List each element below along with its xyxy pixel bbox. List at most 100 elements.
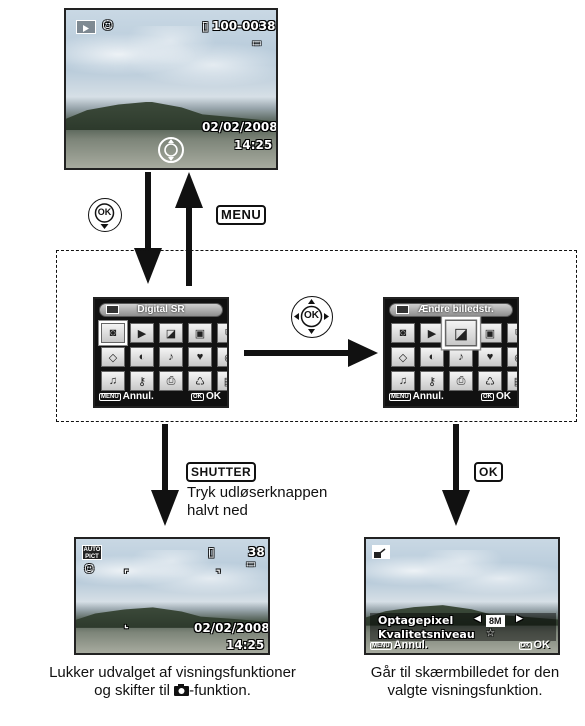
time-display: 14:25 bbox=[226, 638, 265, 652]
digital-sr-icon[interactable]: ◙ bbox=[391, 323, 415, 343]
date-display: 02/02/2008 bbox=[194, 621, 270, 635]
menu-screen-left: Digital SR ◙ ▶ ◪ ▣ ⧉ ◇ ◐ ♪ ♥ ◉ ♫ ⚷ ⎙ ♺ ▤… bbox=[93, 297, 229, 408]
ok-label: OK bbox=[206, 391, 221, 402]
cropping-icon[interactable]: ▣ bbox=[188, 323, 212, 343]
menu-title-bar: Digital SR bbox=[99, 303, 223, 317]
recorded-pixels-left-arrow[interactable]: ◀ bbox=[474, 614, 481, 624]
frame-icon[interactable]: ♥ bbox=[188, 347, 212, 367]
capture-screen: AUTO PICT ☺ ▯ 38 ▭ ⌜ ⌝ ⌞ 02/02/2008 14:2… bbox=[74, 537, 270, 655]
shutter-instruction-line1: Tryk udløserknappen bbox=[187, 484, 328, 501]
menu-selection-frame bbox=[56, 250, 577, 422]
slideshow-icon[interactable]: ▶ bbox=[130, 323, 154, 343]
filter-icon[interactable]: ♪ bbox=[159, 347, 183, 367]
up-arrow-shaft bbox=[186, 206, 192, 286]
menu-key-hint: MENU bbox=[389, 393, 411, 401]
ok-key-hint: OK bbox=[191, 393, 204, 401]
dpof-icon[interactable]: ⎙ bbox=[449, 371, 473, 391]
recorded-pixels-value[interactable]: 8M bbox=[486, 615, 505, 627]
ok-key-hint: OK bbox=[481, 393, 494, 401]
caption-left-line2: og skifter til -funktion. bbox=[94, 682, 251, 699]
four-way-ok-label: OK bbox=[304, 310, 319, 321]
cancel-label: Annul. bbox=[393, 639, 428, 651]
focus-frame-icon: ⌝ bbox=[216, 569, 221, 580]
up-arrow-head bbox=[175, 172, 203, 208]
focus-frame-icon: ⌜ bbox=[124, 569, 129, 580]
caption-right-line2: valgte visningsfunktion. bbox=[387, 682, 543, 699]
recover-icon[interactable]: ♺ bbox=[478, 371, 502, 391]
caption-right: Går til skærmbilledet for den valgte vis… bbox=[345, 664, 585, 700]
resize-icon[interactable]: ◪ bbox=[159, 323, 183, 343]
battery-icon: ▭ bbox=[246, 559, 256, 570]
caption-left-line1: Lukker udvalget af visningsfunktioner bbox=[49, 664, 296, 681]
recover-icon[interactable]: ♺ bbox=[188, 371, 212, 391]
red-eye-icon[interactable]: ◉ bbox=[217, 347, 227, 367]
camera-icon bbox=[174, 684, 190, 696]
mode-icon-grid: ◙ ▶ ◪ ▣ ⧉ ◇ ◐ ♪ ♥ ◉ ♫ ⚷ ⎙ ♺ ▤ bbox=[391, 316, 517, 391]
menu-key: MENU bbox=[216, 205, 267, 225]
start-screen-icon[interactable]: ▤ bbox=[217, 371, 227, 391]
quality-level-label: Kvalitetsniveau bbox=[378, 628, 475, 641]
quality-level-value[interactable]: ☆ bbox=[486, 628, 495, 639]
playback-screen: ☺ ▯ 100-0038 ▭ 02/02/2008 14:25 bbox=[64, 8, 278, 170]
dpof-icon[interactable]: ⎙ bbox=[159, 371, 183, 391]
cropping-icon[interactable]: ▣ bbox=[478, 323, 502, 343]
resize-mode-icon bbox=[372, 545, 390, 559]
protect-icon[interactable]: ⚷ bbox=[130, 371, 154, 391]
red-eye-icon[interactable]: ◉ bbox=[507, 347, 517, 367]
recorded-pixels-right-arrow[interactable]: ▶ bbox=[516, 614, 523, 624]
menu-key-hint: MENU bbox=[370, 642, 392, 650]
resize-icon[interactable]: ◪ bbox=[442, 316, 480, 350]
color-filter-icon[interactable]: ◐ bbox=[130, 347, 154, 367]
ok-arrow-head bbox=[442, 490, 470, 526]
color-filter-icon[interactable]: ◐ bbox=[420, 347, 444, 367]
protect-icon[interactable]: ⚷ bbox=[420, 371, 444, 391]
down-arrow-shaft bbox=[145, 172, 151, 252]
playback-mode-icon bbox=[76, 20, 96, 34]
menu-title: Ændre billedstr. bbox=[418, 304, 494, 315]
focus-frame-icon: ⌞ bbox=[124, 619, 129, 630]
filter-icon[interactable]: ♪ bbox=[449, 347, 473, 367]
date-display: 02/02/2008 bbox=[202, 120, 278, 134]
ok-label: OK bbox=[533, 639, 551, 651]
cancel-label: Annul. bbox=[412, 391, 444, 402]
resize-settings-panel bbox=[370, 613, 556, 641]
time-display: 14:25 bbox=[234, 138, 273, 152]
cancel-label: Annul. bbox=[122, 391, 154, 402]
digital-sr-icon[interactable]: ◙ bbox=[99, 321, 127, 345]
rotate-icon[interactable]: ◇ bbox=[101, 347, 125, 367]
four-way-controller-icon bbox=[157, 137, 185, 163]
rotate-icon[interactable]: ◇ bbox=[391, 347, 415, 367]
protect-card-icon: ▯ bbox=[202, 19, 209, 33]
down-arrow-head bbox=[134, 248, 162, 284]
mode-icon-grid: ◙ ▶ ◪ ▣ ⧉ ◇ ◐ ♪ ♥ ◉ ♫ ⚷ ⎙ ♺ ▤ bbox=[99, 321, 227, 391]
file-number: 100-0038 bbox=[212, 19, 276, 33]
resize-screen: Optagepixel ◀ 8M ▶ Kvalitetsniveau ☆ MEN… bbox=[364, 537, 560, 655]
slideshow-icon[interactable]: ▶ bbox=[420, 323, 444, 343]
start-screen-icon[interactable]: ▤ bbox=[507, 371, 517, 391]
caption-right-line1: Går til skærmbilledet for den bbox=[370, 664, 560, 681]
image-copy-icon[interactable]: ⧉ bbox=[507, 323, 517, 343]
menu-title-bar: Ændre billedstr. bbox=[389, 303, 513, 317]
recorded-pixels-label: Optagepixel bbox=[378, 614, 454, 627]
right-arrow-head bbox=[348, 339, 378, 367]
shutter-arrow-head bbox=[151, 490, 179, 526]
voice-memo-icon[interactable]: ♫ bbox=[101, 371, 125, 391]
image-copy-icon[interactable]: ⧉ bbox=[217, 323, 227, 343]
shots-remaining: 38 bbox=[248, 545, 265, 559]
shutter-key: SHUTTER bbox=[186, 462, 257, 482]
ok-key-hint: OK bbox=[518, 642, 532, 650]
shutter-arrow-shaft bbox=[162, 424, 168, 492]
menu-title: Digital SR bbox=[137, 304, 185, 315]
battery-icon: ▭ bbox=[252, 38, 262, 49]
ok-arrow-shaft bbox=[453, 424, 459, 492]
voice-memo-icon[interactable]: ♫ bbox=[391, 371, 415, 391]
shutter-instruction-line2: halvt ned bbox=[187, 502, 248, 519]
shutter-instruction: Tryk udløserknappen halvt ned bbox=[187, 484, 327, 520]
auto-picture-badge: AUTO PICT bbox=[82, 545, 102, 560]
frame-icon[interactable]: ♥ bbox=[478, 347, 502, 367]
menu-screen-right: Ændre billedstr. ◙ ▶ ◪ ▣ ⧉ ◇ ◐ ♪ ♥ ◉ ♫ ⚷… bbox=[383, 297, 519, 408]
menu-key-hint: MENU bbox=[99, 393, 121, 401]
